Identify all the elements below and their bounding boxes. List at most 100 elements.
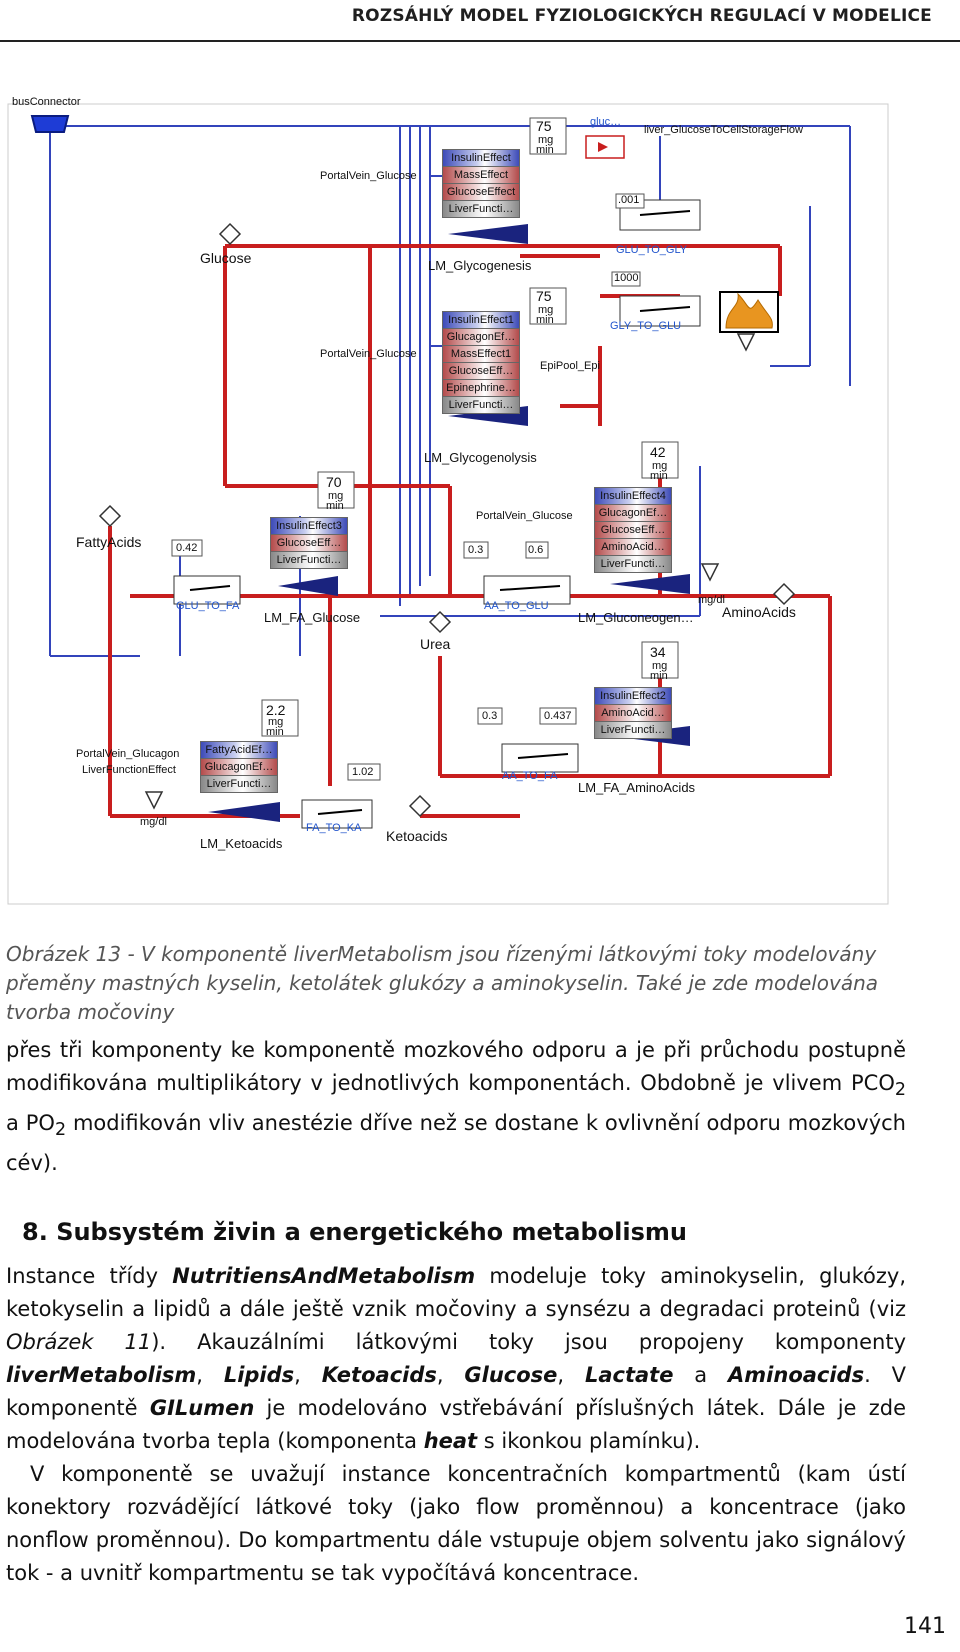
val-042-box xyxy=(171,539,203,557)
const-22-box xyxy=(261,699,299,737)
val-001-box xyxy=(615,193,645,209)
aa-to-glu-pump xyxy=(483,575,571,605)
glycogenesis-triangle-icon xyxy=(448,224,528,244)
fattyacids-label: FattyAcids xyxy=(76,534,142,550)
const-75a: 75 xyxy=(536,118,552,134)
val-102-box xyxy=(347,763,381,781)
const-34: 34 xyxy=(650,644,666,660)
const-75b-box xyxy=(529,287,567,325)
const-70-unit-mg: mg xyxy=(328,490,344,502)
aminoacids-port-icon xyxy=(772,582,796,606)
const-70: 70 xyxy=(326,474,342,490)
epipool-label: EpiPool_Epi xyxy=(540,360,600,372)
glucose-port-icon xyxy=(218,222,242,246)
glu-to-fa-pump xyxy=(173,575,241,605)
lm-gluconeogen-label: LM_Gluconeogen… xyxy=(578,610,694,625)
fa-to-ka-label: FA_TO_KA xyxy=(306,822,362,834)
lm-fa-aminoacids-label: LM_FA_AminoAcids xyxy=(578,780,696,795)
gluc-label: gluc… xyxy=(590,116,622,128)
ketoacids-triangle-icon xyxy=(208,802,280,822)
glycogenesis-multipliers: InsulinEffect MassEffect GlucoseEffect L… xyxy=(442,149,520,218)
const-22-unit-mg: mg xyxy=(268,716,284,728)
const-70-unit-min: min xyxy=(326,500,344,512)
val-03b-box xyxy=(477,707,503,725)
lm-glycogenolysis-label: LM_Glycogenolysis xyxy=(424,450,537,465)
portal-vein-glucose-2-label: PortalVein_Glucose xyxy=(320,348,417,360)
fa-glucose-multipliers: InsulinEffect3 GlucoseEff… LiverFuncti… xyxy=(270,517,348,569)
glu-to-fa-label: GLU_TO_FA xyxy=(176,600,240,612)
val-001: .001 xyxy=(618,194,640,206)
bus-connector-label: busConnector xyxy=(12,96,81,108)
aminoacids-label: AminoAcids xyxy=(722,604,796,620)
gluconeogen-triangle-icon xyxy=(610,574,690,594)
const-75a-box xyxy=(529,117,567,155)
portal-vein-glucagon-label: PortalVein_Glucagon xyxy=(76,748,180,760)
lm-glycogenesis-label: LM_Glycogenesis xyxy=(428,258,532,273)
mgdl-sensor-2-icon xyxy=(700,563,720,582)
page-header: ROZSÁHLÝ MODEL FYZIOLOGICKÝCH REGULACÍ V… xyxy=(0,0,960,42)
ketoacids-label: Ketoacids xyxy=(386,828,448,844)
const-42-box xyxy=(641,441,679,479)
mgdl-2-label: mg/dl xyxy=(698,594,725,606)
fa-aminoacids-multipliers: InsulinEffect2 AminoAcid… LiverFuncti… xyxy=(594,687,672,739)
val-06: 0.6 xyxy=(528,544,544,556)
glu-to-gly-pump xyxy=(619,199,701,231)
urea-label: Urea xyxy=(420,636,451,652)
const-75b-unit-mg: mg xyxy=(538,304,554,316)
val-03b: 0.3 xyxy=(482,710,498,722)
const-22: 2.2 xyxy=(266,702,286,718)
fa-to-ka-pump xyxy=(301,799,373,829)
glycogenolysis-multipliers: InsulinEffect1 GlucagonEf… MassEffect1 G… xyxy=(442,311,520,414)
const-22-unit-min: min xyxy=(266,726,284,738)
val-1000-box xyxy=(611,271,641,287)
aa-to-fa-label: AA_TO_FA xyxy=(502,770,558,782)
aa-to-glu-label: AA_TO_GLU xyxy=(484,600,549,612)
portal-vein-glucose-3-label: PortalVein_Glucose xyxy=(476,510,573,522)
bus-connector-icon xyxy=(30,115,70,133)
const-42: 42 xyxy=(650,444,666,460)
const-42-unit-min: min xyxy=(650,470,668,482)
aa-to-fa-pump xyxy=(501,743,579,773)
paragraph-2: Instance třídy NutritiensAndMetabolism m… xyxy=(6,1264,907,1453)
const-42-unit-mg: mg xyxy=(652,460,668,472)
running-title: ROZSÁHLÝ MODEL FYZIOLOGICKÝCH REGULACÍ V… xyxy=(351,6,932,26)
heat-flame-icon xyxy=(719,291,779,333)
lm-ketoacids-label: LM_Ketoacids xyxy=(200,836,283,851)
liver-metabolism-diagram: busConnector Glucose FattyAcids Urea Ket… xyxy=(0,96,960,916)
urea-port-icon xyxy=(428,610,452,634)
gluconeogen-multipliers: InsulinEffect4 GlucagonEf… GlucoseEff… A… xyxy=(594,487,672,573)
fa-glucose-triangle-icon xyxy=(278,576,338,596)
diagram-connections xyxy=(7,103,889,905)
const-70-box xyxy=(317,471,355,509)
const-75b: 75 xyxy=(536,288,552,304)
page-number: 141 xyxy=(904,1614,946,1639)
gly-to-glu-pump xyxy=(619,295,701,327)
val-1000: 1000 xyxy=(614,272,639,284)
heat-sensor-icon xyxy=(736,333,756,352)
gluc-arrow-icon xyxy=(598,142,608,152)
val-102: 1.02 xyxy=(352,766,374,778)
portal-vein-glucose-1-label: PortalVein_Glucose xyxy=(320,170,417,182)
const-34-unit-min: min xyxy=(650,670,668,682)
paragraph-3: V komponentě se uvažují instance koncent… xyxy=(6,1462,906,1585)
const-75b-unit-min: min xyxy=(536,314,554,326)
val-0437: 0.437 xyxy=(544,710,572,722)
ketoacids-multipliers: FattyAcidEf… GlucagonEf… LiverFuncti… xyxy=(200,741,278,793)
const-34-unit-mg: mg xyxy=(652,660,668,672)
ketoacids-port-icon xyxy=(408,794,432,818)
section-heading: 8. Subsystém živin a energetického metab… xyxy=(22,1218,687,1246)
mgdl-sensor-1-icon xyxy=(144,791,164,810)
const-75a-unit-mg: mg xyxy=(538,134,554,146)
glucose-label: Glucose xyxy=(200,250,252,266)
liver-function-effect-label: LiverFunctionEffect xyxy=(82,764,176,776)
glu-to-gly-label: GLU_TO_GLY xyxy=(616,244,688,256)
lm-fa-glucose-label: LM_FA_Glucose xyxy=(264,610,361,625)
liver-storage-flow-label: liver_GlucoseToCellStorageFlow xyxy=(644,124,803,136)
const-34-box xyxy=(641,641,679,679)
fattyacids-port-icon xyxy=(98,504,122,528)
mgdl-1-label: mg/dl xyxy=(140,816,167,828)
val-06-box xyxy=(525,541,549,559)
val-0437-box xyxy=(539,707,577,725)
header-rule xyxy=(0,40,960,42)
figure-caption: Obrázek 13 - V komponentě liverMetabolis… xyxy=(6,942,879,1024)
